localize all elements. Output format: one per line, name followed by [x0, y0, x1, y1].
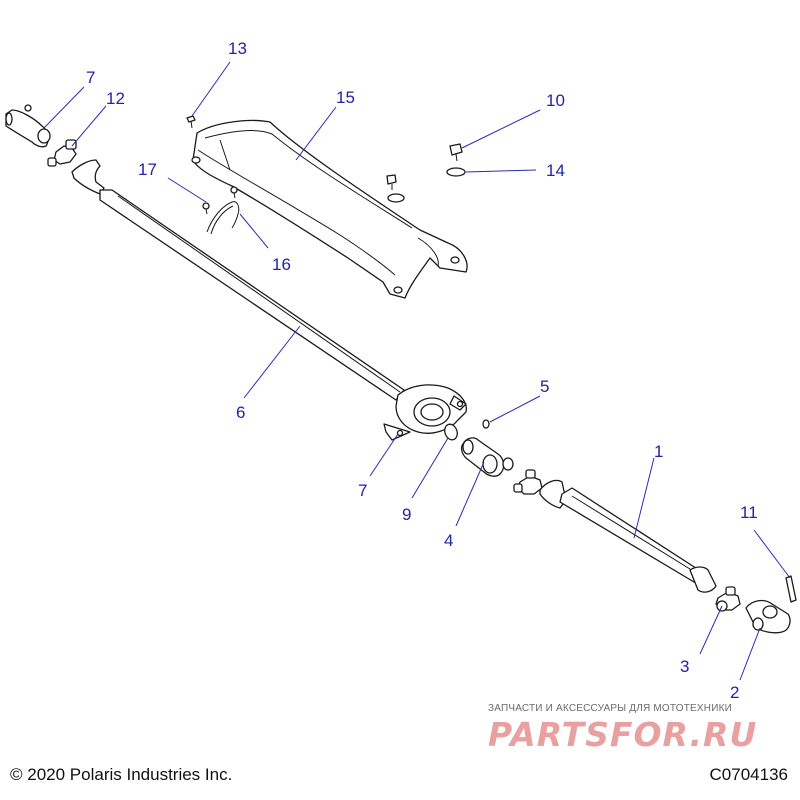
callout-7: 7 — [358, 481, 367, 500]
copyright-text: © 2020 Polaris Industries Inc. — [10, 765, 233, 784]
callout-17: 17 — [138, 160, 157, 179]
screw-16b — [230, 186, 238, 199]
callout-13: 13 — [228, 39, 247, 58]
heat-shield-cover — [191, 119, 468, 299]
callout-12: 12 — [106, 89, 125, 108]
propshaft-6 — [71, 159, 405, 401]
clip-16 — [206, 201, 240, 235]
bolt-13 — [186, 115, 196, 129]
callout-5: 5 — [540, 377, 549, 396]
callout-2: 2 — [730, 683, 739, 702]
u-joint-12 — [47, 139, 77, 167]
callout-10: 10 — [546, 91, 565, 110]
snap-ring-9 — [444, 423, 458, 441]
watermark-caption: ЗАПЧАСТИ И АКСЕССУАРЫ ДЛЯ МОТОТЕХНИКИ — [488, 703, 733, 714]
watermark-logo-text: PARTSFOR.RU — [488, 715, 757, 754]
carrier-bearing-7 — [383, 384, 468, 441]
yoke-8 — [5, 104, 51, 148]
drawing-code: C0704136 — [709, 765, 788, 784]
u-joint-middle — [513, 469, 543, 495]
slip-yoke-4 — [460, 437, 514, 477]
callout-labels: 7 12 13 15 10 14 17 16 6 7 9 4 5 1 11 3 … — [86, 39, 758, 702]
callout-9: 9 — [402, 505, 411, 524]
callout-6: 6 — [236, 403, 245, 422]
callout-16: 16 — [272, 255, 291, 274]
grease-fitting-5 — [482, 419, 490, 429]
callout-3: 3 — [680, 657, 689, 676]
callout-11: 11 — [740, 503, 758, 522]
callout-15: 15 — [336, 88, 355, 107]
cover-bolt — [386, 174, 405, 203]
leader-lines — [43, 61, 791, 681]
u-joint-3 — [715, 586, 741, 612]
bolt-10 — [449, 143, 463, 162]
propshaft-1 — [539, 479, 717, 593]
roll-pin-11 — [785, 575, 797, 603]
callout-14: 14 — [546, 161, 565, 180]
callout-4: 4 — [444, 531, 453, 550]
screw-17 — [202, 202, 210, 215]
watermark: ЗАПЧАСТИ И АКСЕССУАРЫ ДЛЯ МОТОТЕХНИКИ PA… — [488, 703, 788, 759]
yoke-2 — [745, 599, 791, 634]
watermark-logo: PARTSFOR.RU — [488, 715, 757, 754]
callout-1: 1 — [654, 442, 663, 461]
washer-14 — [446, 167, 466, 177]
callout-8: 7 — [86, 68, 95, 87]
